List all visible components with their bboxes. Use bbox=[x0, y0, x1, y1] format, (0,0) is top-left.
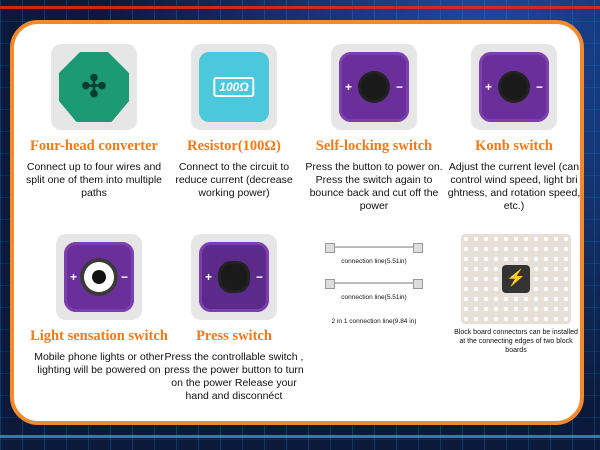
minus-icon: − bbox=[395, 80, 403, 94]
lightning-icon: ⚡ bbox=[502, 265, 530, 293]
self-locking-title: Self-locking switch bbox=[315, 138, 433, 154]
converter-desc: Connect up to four wires and split one o… bbox=[26, 161, 162, 199]
press-switch-desc: Press the controllable switch , press th… bbox=[164, 351, 304, 402]
plus-icon: + bbox=[345, 80, 353, 94]
plus-icon: + bbox=[205, 270, 213, 284]
resistor-title: Resistor(100Ω) bbox=[187, 138, 281, 154]
knob-icon bbox=[501, 74, 527, 100]
press-switch-image: + − bbox=[191, 234, 277, 320]
light-sensation-switch: + − Light sensation switch Mobile phone … bbox=[24, 234, 174, 377]
wire-2-label: connection line(5.51in) bbox=[341, 294, 407, 301]
plus-icon: + bbox=[485, 80, 493, 94]
press-switch-module: + − bbox=[199, 242, 269, 312]
button-icon bbox=[361, 74, 387, 100]
four-head-converter-image: ✣ bbox=[51, 44, 137, 130]
converter-icon: ✣ bbox=[81, 70, 107, 104]
converter-module: ✣ bbox=[59, 52, 129, 122]
light-sensation-module: + − bbox=[64, 242, 134, 312]
wires-image: connection line(5.51in) connection line(… bbox=[319, 234, 429, 334]
knob-desc: Adjust the current level (can control wi… bbox=[447, 161, 581, 212]
resistor: 100Ω Resistor(100Ω) Connect to the circu… bbox=[164, 44, 304, 200]
wire-1 bbox=[325, 243, 423, 253]
wire-2 bbox=[325, 279, 423, 289]
minus-icon: − bbox=[535, 80, 543, 94]
press-button-icon bbox=[221, 264, 247, 290]
knob-title: Konb switch bbox=[475, 138, 553, 154]
block-board-image: ⚡ bbox=[461, 234, 571, 324]
light-sensation-title: Light sensation switch bbox=[30, 328, 168, 344]
resistor-label: 100Ω bbox=[213, 77, 255, 97]
knob-switch: + − Konb switch Adjust the current level… bbox=[444, 44, 581, 213]
wire-1-label: connection line(5.51in) bbox=[341, 258, 407, 265]
light-sensation-image: + − bbox=[56, 234, 142, 320]
self-locking-module: + − bbox=[339, 52, 409, 122]
knob-module: + − bbox=[479, 52, 549, 122]
resistor-image: 100Ω bbox=[191, 44, 277, 130]
block-board: ⚡ Block board connectors can be installe… bbox=[454, 234, 578, 355]
board-note: Block board connectors can be installed … bbox=[454, 329, 578, 354]
resistor-desc: Connect to the circuit to reduce current… bbox=[175, 161, 293, 199]
light-sensor-icon bbox=[84, 262, 114, 292]
minus-icon: − bbox=[120, 270, 128, 284]
plus-icon: + bbox=[70, 270, 78, 284]
self-locking-desc: Press the button to power on. Press the … bbox=[305, 161, 443, 212]
connection-lines: connection line(5.51in) connection line(… bbox=[314, 234, 434, 334]
self-locking-image: + − bbox=[331, 44, 417, 130]
product-card: ✣ Four-head converter Connect up to four… bbox=[10, 20, 584, 425]
light-sensation-desc: Mobile phone lights or other lighting wi… bbox=[34, 351, 164, 376]
press-switch-title: Press switch bbox=[196, 328, 272, 344]
press-switch: + − Press switch Press the controllable … bbox=[164, 234, 304, 403]
four-head-converter: ✣ Four-head converter Connect up to four… bbox=[24, 44, 164, 200]
knob-image: + − bbox=[471, 44, 557, 130]
converter-title: Four-head converter bbox=[30, 138, 158, 154]
self-locking-switch: + − Self-locking switch Press the button… bbox=[304, 44, 444, 213]
minus-icon: − bbox=[255, 270, 263, 284]
resistor-module: 100Ω bbox=[199, 52, 269, 122]
wire-3-label: 2 in 1 connection line(9.84 in) bbox=[331, 318, 417, 325]
